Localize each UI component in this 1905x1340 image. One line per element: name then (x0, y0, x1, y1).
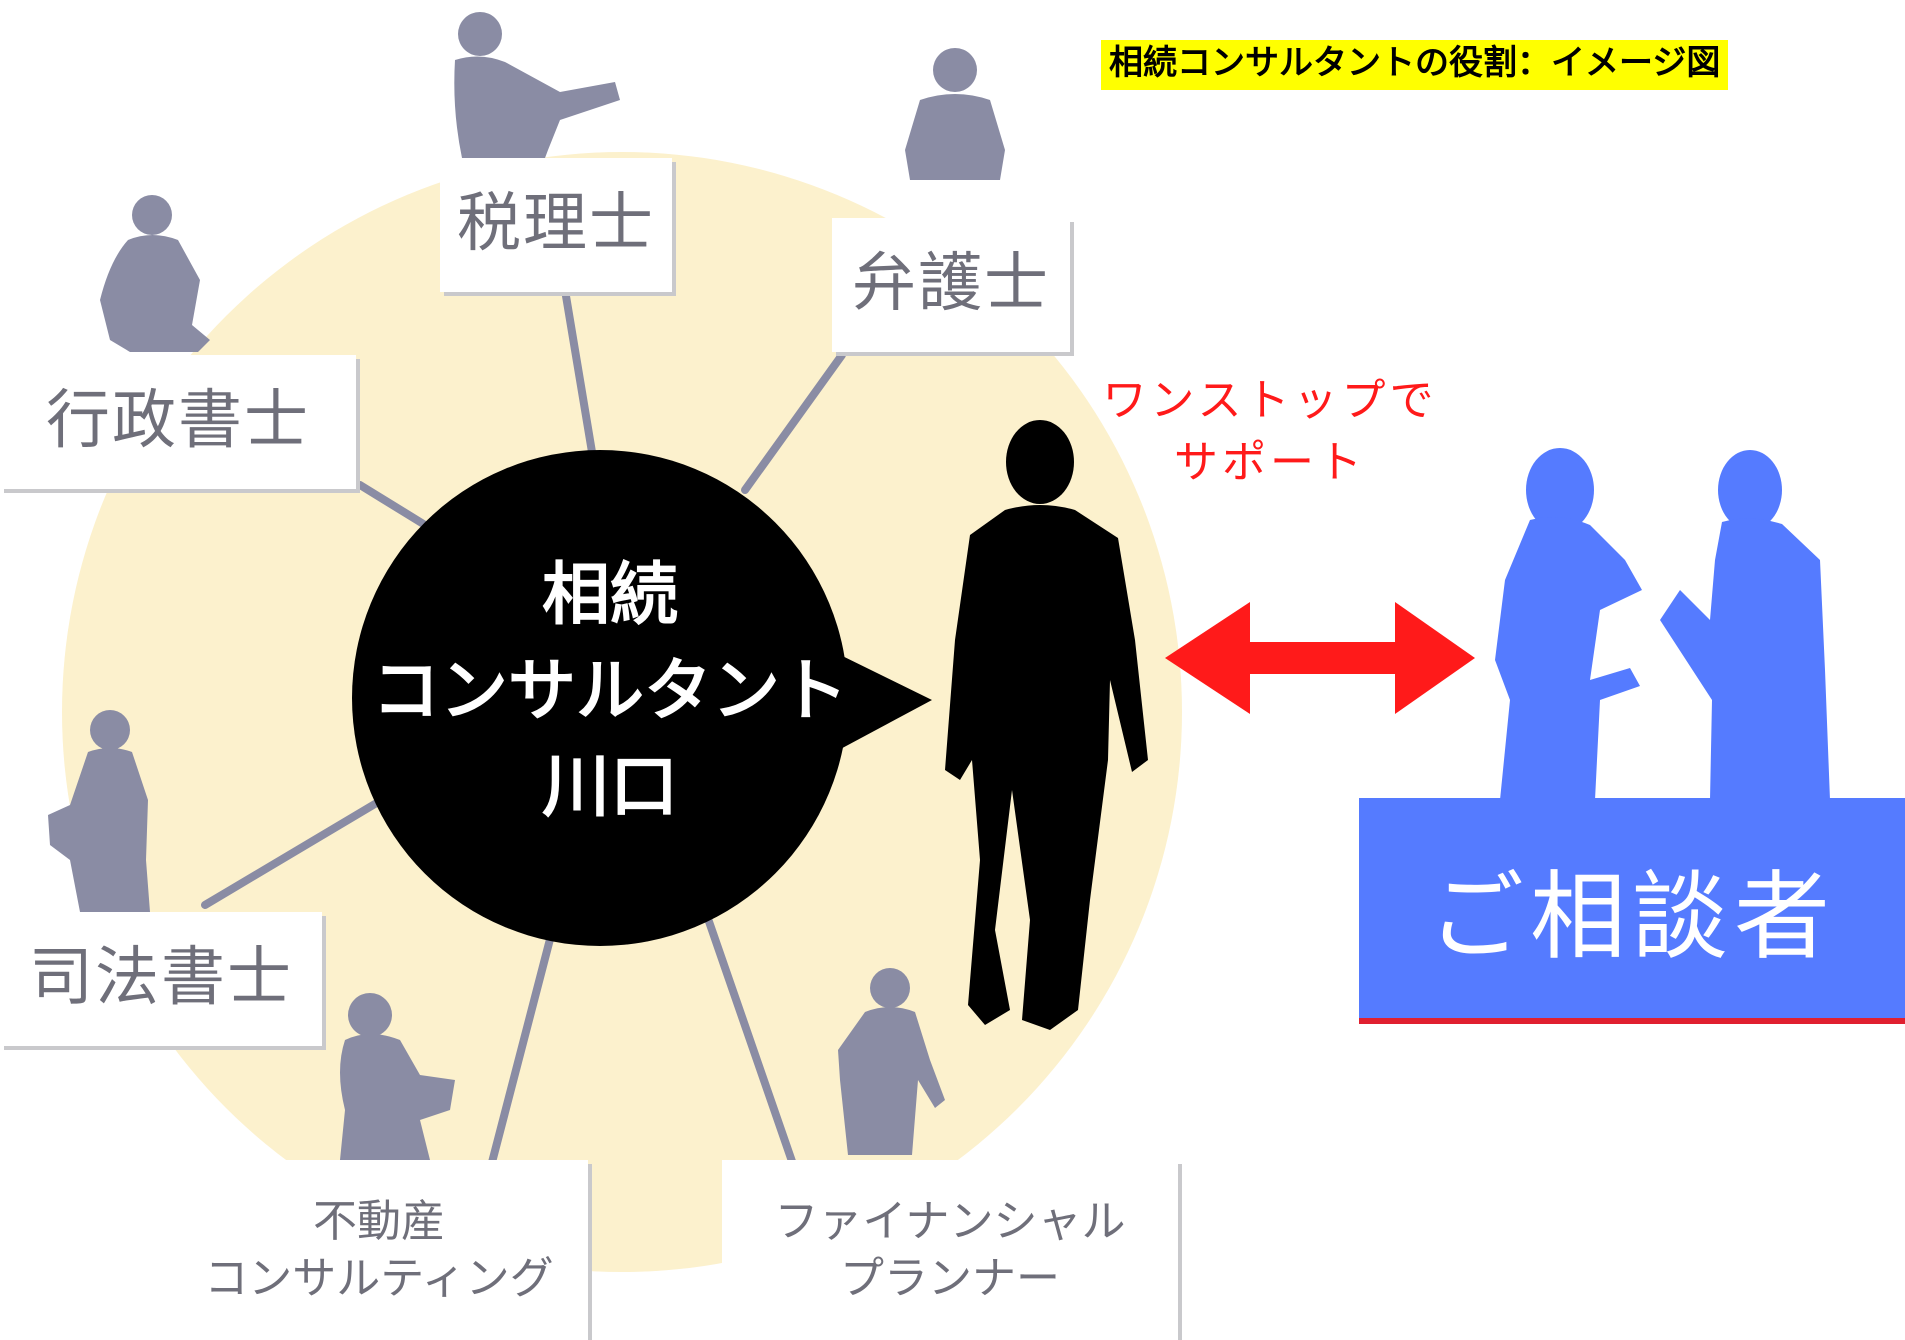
person-icon-judicial (48, 710, 150, 912)
label-real-estate-line2: コンサルティング (204, 1253, 554, 1304)
client-label: ご相談者 (1428, 860, 1836, 973)
label-lawyer: 弁護士 (852, 247, 1050, 322)
bubble-pointer (820, 645, 932, 760)
double-arrow (1165, 602, 1475, 714)
tagline-line2: サポート (1174, 437, 1366, 488)
box-real-estate: 不動産 コンサルティング (170, 1160, 588, 1340)
box-lawyer: 弁護士 (832, 218, 1070, 352)
center-bubble (352, 450, 848, 946)
connector-lines (201, 286, 846, 1174)
label-admin-scrivener: 行政書士 (46, 384, 310, 459)
label-judicial-scrivener: 司法書士 (29, 941, 293, 1016)
client-silhouettes (1495, 448, 1830, 800)
client-box: ご相談者 (1359, 798, 1905, 1018)
client-person-left (1495, 448, 1642, 800)
box-financial-planner: ファイナンシャル プランナー (722, 1160, 1178, 1340)
connector-financial (701, 906, 799, 1174)
title-banner: 相続コンサルタントの役割：イメージ図 (1101, 40, 1729, 90)
box-admin-scrivener: 行政書士 (0, 355, 356, 489)
center-consultant-text: 相続 コンサルタント 川口 (360, 548, 860, 836)
one-stop-tagline: ワンストップで サポート (1100, 370, 1440, 494)
client-person-right (1660, 450, 1830, 800)
person-icon-tax (454, 12, 620, 158)
connector-lawyer (741, 351, 846, 494)
label-real-estate-line1: 不動産 (313, 1195, 445, 1247)
center-line3: 川口 (541, 748, 678, 827)
connector-admin (356, 481, 429, 529)
connector-tax (561, 286, 596, 456)
label-financial-line1: ファイナンシャル (774, 1195, 1126, 1247)
connector-realestate (486, 916, 559, 1174)
label-tax-accountant: 税理士 (457, 187, 655, 262)
label-financial-line2: プランナー (840, 1253, 1060, 1304)
connector-judicial (201, 791, 394, 909)
box-judicial-scrivener: 司法書士 (0, 912, 322, 1046)
box-tax-accountant: 税理士 (440, 158, 672, 292)
center-line1: 相続 (541, 556, 678, 635)
person-icon-financial (838, 968, 945, 1155)
center-line2: コンサルタント (371, 652, 848, 731)
person-icon-realestate (340, 993, 455, 1160)
tagline-line1: ワンストップで (1102, 375, 1438, 426)
person-icon-admin (100, 195, 210, 352)
person-icon-lawyer (905, 48, 1005, 180)
professional-silhouettes (48, 12, 1005, 1160)
consultant-silhouette (945, 420, 1148, 1030)
